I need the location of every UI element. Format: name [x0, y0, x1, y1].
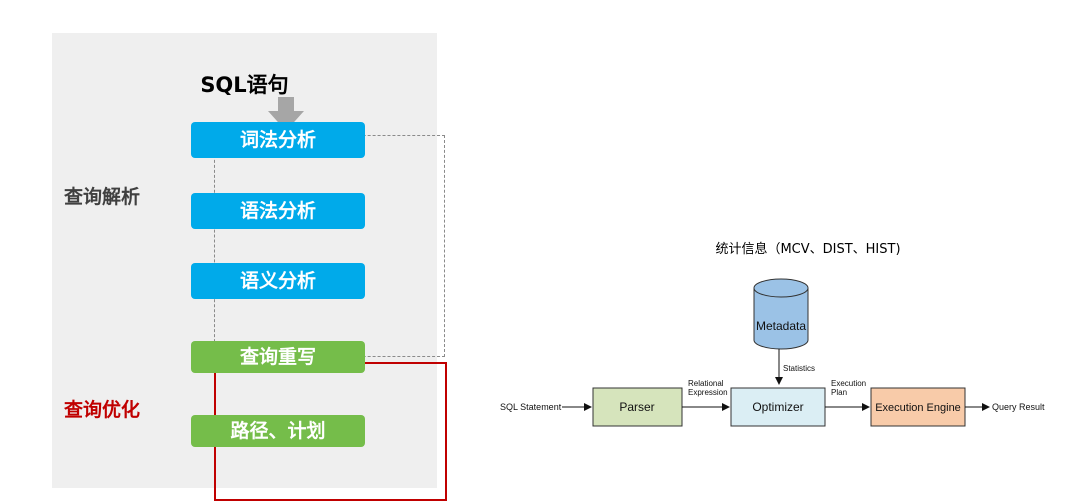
optimizer-label: Optimizer: [752, 400, 803, 414]
query-result-label: Query Result: [992, 402, 1045, 412]
lexical-analysis-step: 词法分析: [191, 122, 365, 158]
parser-label: Parser: [619, 400, 654, 414]
semantic-analysis-step: 语义分析: [191, 263, 365, 299]
query-rewrite-step: 查询重写: [191, 341, 365, 373]
query-optimize-label: 查询优化: [64, 399, 141, 421]
architecture-diagram: 统计信息（MCV、DIST、HIST) Metadata Statistics …: [498, 230, 1058, 450]
relational-label-1: Relational: [688, 379, 724, 388]
down-arrow-icon: [268, 97, 304, 131]
left-panel: SQL语句 查询解析 词法分析 语法分析 语义分析 查询优化 查询重写 路径、计…: [52, 33, 447, 501]
path-plan-step: 路径、计划: [191, 415, 365, 447]
metadata-label: Metadata: [756, 319, 806, 333]
parser-box: [592, 387, 683, 427]
execution-plan-label-1: Execution: [831, 379, 866, 388]
metadata-cylinder: Metadata: [753, 278, 809, 350]
execution-engine-label: Execution Engine: [875, 402, 961, 414]
execution-engine-box: [870, 387, 966, 427]
query-parse-group: [214, 135, 445, 357]
sql-title: SQL语句: [200, 73, 289, 97]
query-parse-label: 查询解析: [64, 186, 141, 208]
statistics-label: Statistics: [783, 364, 815, 373]
execution-plan-label-2: Plan: [831, 388, 847, 397]
optimizer-box: [730, 387, 826, 427]
sql-statement-label: SQL Statement: [500, 402, 562, 412]
flow-diagram-svg: Metadata Statistics SQL Statement Parser…: [500, 278, 1045, 427]
syntax-analysis-step: 语法分析: [191, 193, 365, 229]
statistics-title: 统计信息（MCV、DIST、HIST): [715, 242, 901, 257]
relational-label-2: Expression: [688, 388, 728, 397]
